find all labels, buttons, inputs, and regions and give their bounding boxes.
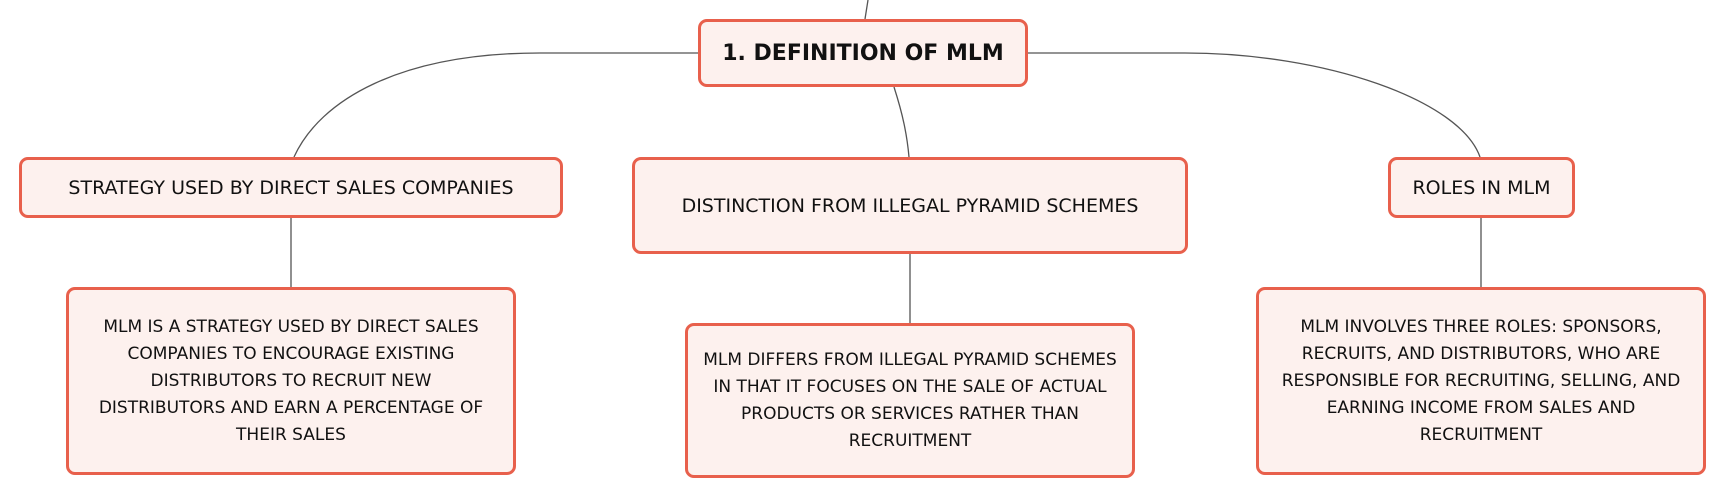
branch-node-roles[interactable]: ROLES IN MLM [1388,157,1575,218]
connector-root-middle [893,86,910,158]
connector-parent [864,0,869,20]
branch-node-distinction[interactable]: DISTINCTION FROM ILLEGAL PYRAMID SCHEMES [632,157,1188,254]
detail-node-strategy[interactable]: MLM IS A STRATEGY USED BY DIRECT SALES C… [66,287,516,475]
branch-node-strategy[interactable]: STRATEGY USED BY DIRECT SALES COMPANIES [19,157,563,218]
detail-node-distinction[interactable]: MLM DIFFERS FROM ILLEGAL PYRAMID SCHEMES… [685,323,1135,478]
connector-root-right [1028,52,1481,158]
connector-root-left [293,52,698,158]
detail-node-roles[interactable]: MLM INVOLVES THREE ROLES: SPONSORS, RECR… [1256,287,1706,475]
root-node[interactable]: 1. DEFINITION OF MLM [698,19,1028,87]
